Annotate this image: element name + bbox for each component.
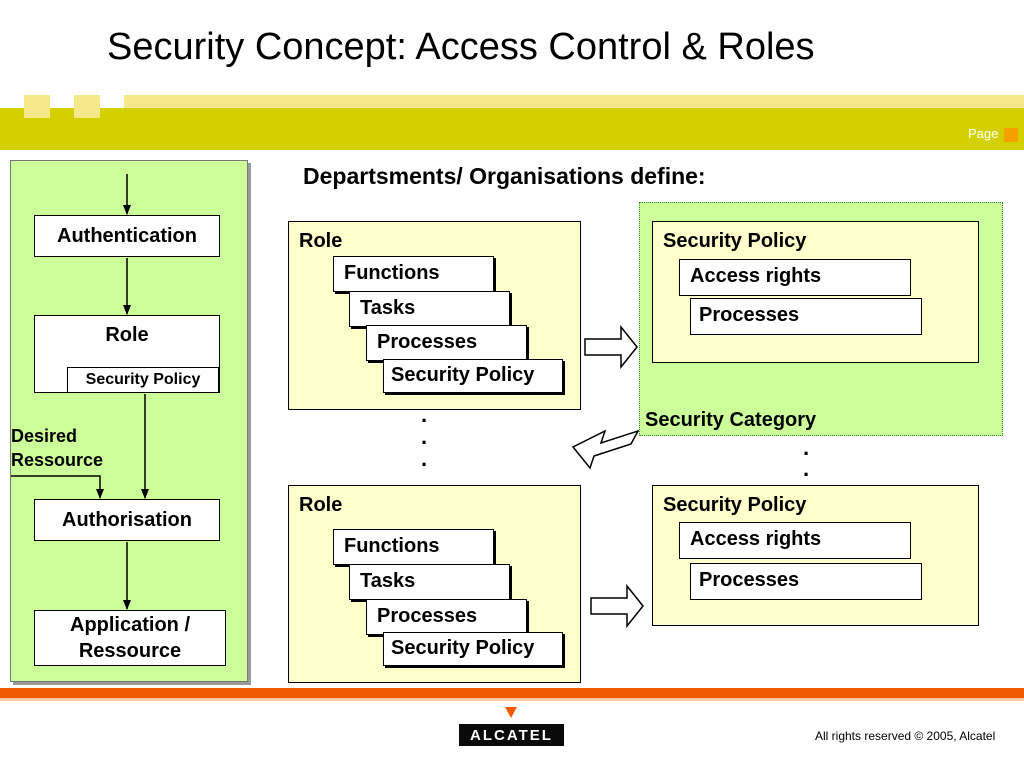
block-arrow-right-bottom [590, 583, 644, 629]
policy-panel-bottom-title: Security Policy [663, 494, 807, 516]
policy-panel-top-title: Security Policy [663, 230, 807, 252]
role-bottom-processes: Processes [366, 599, 527, 635]
role-top-functions: Functions [333, 256, 494, 292]
block-arrow-right-top [584, 324, 638, 370]
ellipsis-dot: . [421, 402, 428, 427]
policy-bottom-processes: Processes [690, 563, 922, 600]
authorisation-label: Authorisation [62, 508, 192, 531]
application-resource-box: Application / Ressource [34, 610, 226, 666]
role-bottom-security-policy: Security Policy [383, 632, 563, 666]
application-label-line2: Ressource [78, 640, 182, 662]
ellipsis-dot: . [803, 435, 810, 460]
header-bar-light [0, 95, 1024, 108]
block-arrow-left [571, 429, 640, 470]
page-title: Security Concept: Access Control & Roles [107, 26, 815, 68]
security-category-label: Security Category [645, 409, 817, 431]
footer-bar-light [0, 698, 1024, 701]
logo-triangle-icon [505, 707, 517, 718]
page-number-square [1004, 128, 1018, 142]
footer-bar [0, 688, 1024, 698]
application-label-line1: Application / [70, 614, 190, 636]
role-top-tasks: Tasks [349, 291, 510, 327]
ellipsis-dot: . [421, 424, 428, 449]
header-gap [100, 95, 124, 108]
copyright-text: All rights reserved © 2005, Alcatel [815, 729, 996, 743]
desired-resource-label-line1: Desired [11, 426, 78, 446]
arrow-desired-resource [11, 475, 104, 499]
authentication-box: Authentication [34, 215, 220, 257]
authorisation-box: Authorisation [34, 499, 220, 541]
role-bottom-tasks: Tasks [349, 564, 510, 600]
role-security-policy-label: Security Policy [85, 371, 201, 388]
policy-top-processes: Processes [690, 298, 922, 335]
page-label: Page [968, 126, 999, 141]
alcatel-logo: ALCATEL [459, 724, 564, 746]
header-bar [0, 108, 1024, 150]
policy-top-access-rights: Access rights [679, 259, 911, 296]
header-square [24, 95, 50, 118]
role-security-policy-box: Security Policy [67, 367, 219, 393]
role-top-processes: Processes [366, 325, 527, 361]
role-top-security-policy: Security Policy [383, 359, 563, 393]
policy-bottom-access-rights: Access rights [679, 522, 911, 559]
role-bottom-functions: Functions [333, 529, 494, 565]
ellipsis-dot: . [421, 446, 428, 471]
departments-heading: Departsments/ Organisations define: [303, 163, 706, 189]
ellipsis-dot: . [803, 456, 810, 481]
desired-resource-label-line2: Ressource [11, 450, 104, 470]
authentication-label: Authentication [57, 224, 197, 247]
role-panel-bottom-title: Role [299, 494, 343, 516]
header-square [74, 95, 100, 118]
header-gap [0, 95, 24, 108]
role-panel-top-title: Role [299, 230, 343, 252]
header-gap [50, 95, 74, 108]
role-label: Role [105, 324, 149, 346]
